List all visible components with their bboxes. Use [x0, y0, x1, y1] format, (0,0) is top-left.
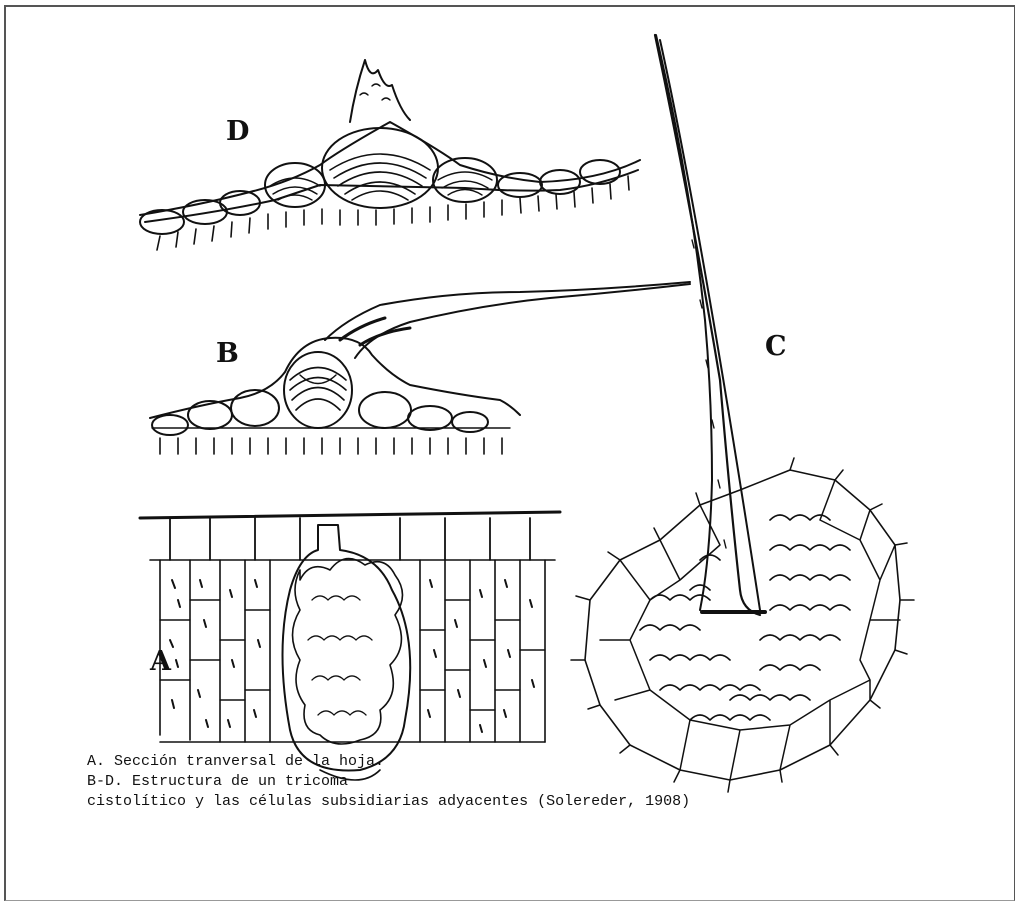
panel-label-a: A [150, 648, 171, 675]
caption-line-3: cistolítico y las células subsidiarias a… [87, 792, 690, 812]
panel-label-b: B [216, 340, 239, 367]
caption-line-1: A. Sección tranversal de la hoja. [87, 752, 690, 772]
panel-c-drawing [571, 35, 914, 792]
panel-d-drawing [140, 60, 640, 250]
caption-line-2: B-D. Estructura de un tricoma [87, 772, 690, 792]
panel-label-c: C [765, 333, 787, 360]
panel-label-d: D [226, 118, 249, 145]
figure-caption: A. Sección tranversal de la hoja. B-D. E… [87, 752, 690, 812]
panel-a-drawing [140, 512, 560, 780]
